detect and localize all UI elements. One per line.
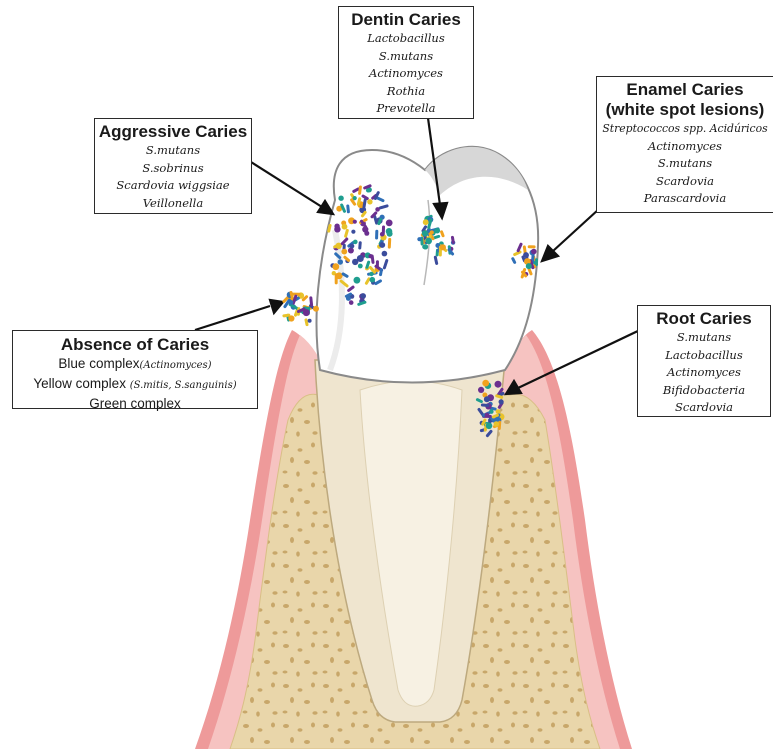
bacterium — [368, 254, 372, 258]
enamel-caries-box: Enamel Caries (white spot lesions) Strep… — [596, 76, 773, 213]
bacterium — [387, 231, 393, 237]
enamel-item: Scardovia — [597, 173, 773, 191]
absence-of-caries-title: Absence of Caries — [13, 335, 257, 355]
bacterium — [485, 413, 490, 418]
bacterium — [526, 263, 532, 269]
yellow-complex-detail: (S.mitis, S.sanguinis) — [130, 380, 237, 391]
enamel-item: S.mutans — [597, 155, 773, 173]
bacterium — [382, 251, 388, 257]
bacterium — [332, 263, 339, 270]
bacterium — [358, 264, 363, 269]
green-complex-label: Green complex — [13, 395, 257, 413]
enamel-caries-subtitle: (white spot lesions) — [597, 100, 773, 120]
bacterium — [417, 237, 421, 241]
aggressive-item: S.sobrinus — [95, 160, 251, 178]
bacterium — [484, 396, 490, 402]
bacterium — [352, 259, 358, 265]
aggressive-item: S.mutans — [95, 142, 251, 160]
bacterium — [353, 220, 357, 224]
bacterium — [423, 244, 428, 249]
bacterium — [334, 224, 339, 229]
enamel-item: Parascardovia — [597, 190, 773, 208]
root-caries-title: Root Caries — [638, 309, 770, 329]
bacterium — [353, 240, 358, 245]
aggressive-caries-title: Aggressive Caries — [95, 122, 251, 142]
bacterium — [386, 220, 393, 227]
bacterium — [388, 238, 392, 249]
aggressive-item: Veillonella — [95, 195, 251, 213]
root-item: Lactobacillus — [638, 347, 770, 365]
dentin-item: S.mutans — [339, 48, 473, 66]
bacterium — [335, 274, 338, 285]
bacterium — [313, 306, 319, 312]
dentin-caries-title: Dentin Caries — [339, 10, 473, 30]
blue-complex-detail: (Actinomyces) — [139, 360, 211, 371]
aggressive-caries-box: Aggressive Caries S.mutans S.sobrinus Sc… — [94, 118, 252, 214]
bacterium — [486, 423, 493, 430]
bacterium — [535, 258, 538, 266]
bacterium — [495, 381, 502, 388]
bacterium — [382, 225, 385, 235]
bacterium — [342, 224, 348, 230]
bacterium — [425, 238, 432, 245]
bacterium — [354, 277, 361, 284]
dentin-item: Rothia — [339, 83, 473, 101]
bacterium — [494, 421, 500, 427]
enamel-caries-title: Enamel Caries — [597, 80, 773, 100]
bacterium — [440, 244, 446, 250]
absence-cluster — [282, 291, 319, 327]
dentin-item: Prevotella — [339, 100, 473, 118]
bacterium — [370, 277, 376, 283]
bacterium — [379, 242, 385, 248]
aggressive-item: Scardovia wiggsiae — [95, 177, 251, 195]
bacterium — [422, 230, 428, 236]
enamel-item: Actinomyces — [597, 138, 773, 156]
bacterium — [375, 207, 380, 212]
bacterium — [478, 387, 484, 393]
bacterium — [341, 249, 347, 255]
absence-of-caries-box: Absence of Caries Blue complex(Actinomyc… — [12, 330, 258, 409]
bacterium — [288, 315, 294, 321]
bacterium — [369, 272, 373, 276]
bacterium — [338, 196, 343, 201]
bacterium — [338, 259, 343, 264]
bacterium — [375, 230, 378, 240]
enamel-item: Streptococcos spp. Acidúricos — [597, 120, 773, 138]
bacterium — [348, 248, 354, 254]
bacterium — [353, 196, 357, 200]
root-item: S.mutans — [638, 329, 770, 347]
bacterium — [528, 245, 536, 248]
blue-complex-label: Blue complex — [58, 356, 139, 371]
bacterium — [289, 300, 294, 305]
yellow-complex-line: Yellow complex (S.mitis, S.sanguinis) — [13, 375, 257, 395]
root-item: Scardovia — [638, 399, 770, 417]
root-item: Actinomyces — [638, 364, 770, 382]
bacterium — [308, 319, 312, 323]
root-item: Bifidobacteria — [638, 382, 770, 400]
bacterium — [531, 249, 537, 255]
bacterium — [350, 244, 355, 249]
blue-complex-line: Blue complex(Actinomyces) — [13, 355, 257, 375]
root-caries-box: Root Caries S.mutans Lactobacillus Actin… — [637, 305, 771, 417]
dentin-item: Lactobacillus — [339, 30, 473, 48]
bacterium — [499, 399, 504, 404]
bacterium — [434, 228, 440, 234]
bacterium — [523, 252, 529, 258]
bacterium — [349, 300, 354, 305]
yellow-complex-label: Yellow complex — [33, 376, 126, 391]
bacterium — [367, 199, 372, 204]
bacterium — [423, 219, 429, 225]
bacterium — [496, 409, 501, 414]
bacterium — [360, 293, 366, 299]
bacterium — [430, 230, 434, 234]
dentin-caries-box: Dentin Caries Lactobacillus S.mutans Act… — [338, 6, 474, 119]
bacterium — [482, 380, 489, 387]
dentin-item: Actinomyces — [339, 65, 473, 83]
bacterium — [351, 230, 355, 234]
